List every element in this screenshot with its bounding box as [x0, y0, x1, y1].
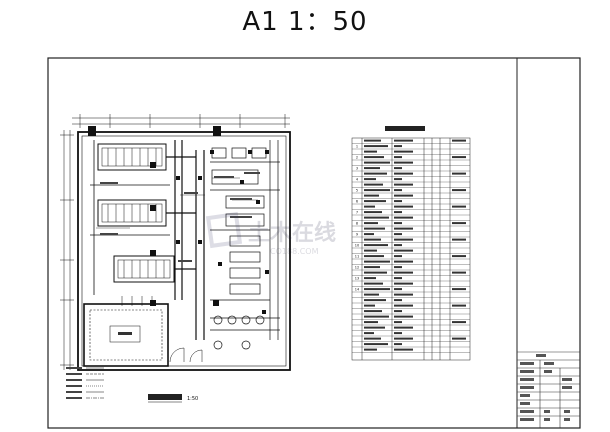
control-room	[83, 303, 169, 367]
pipe-legend	[86, 367, 104, 399]
title-block	[517, 351, 580, 428]
table-row-number: 1	[356, 145, 358, 149]
plan-annotation-marks	[100, 172, 260, 262]
svg-text:土木在线: 土木在线	[248, 220, 336, 246]
drawing-scale-title: A1 1：50	[242, 7, 368, 37]
chiller-unit-3	[113, 255, 175, 283]
room-outer-wall	[77, 131, 291, 371]
table-row-number: 6	[356, 200, 358, 204]
table-title-glyphs	[385, 126, 425, 131]
svg-text:CO188.COM: CO188.COM	[270, 247, 319, 256]
equipment-table	[351, 137, 471, 361]
chiller-unit-1	[97, 143, 167, 171]
chiller-unit-2	[97, 199, 167, 227]
plan-caption-glyphs	[148, 394, 182, 400]
plan-scale: 1:50	[187, 396, 198, 402]
table-row-number: 7	[356, 211, 358, 215]
table-row-number: 8	[356, 222, 358, 226]
table-row-number: 3	[356, 167, 358, 171]
table-row-number: 11	[355, 255, 359, 259]
table-row-lines	[352, 143, 470, 353]
table-row-number: 2	[356, 156, 358, 160]
annotation-leaders	[96, 177, 258, 229]
pipe-fittings	[176, 150, 269, 314]
table-row-number: 5	[356, 189, 358, 193]
watermark: 土木在线 CO188.COM	[205, 211, 336, 256]
table-cell-marks	[364, 139, 466, 351]
doors	[121, 296, 203, 363]
main-pipes	[90, 140, 205, 340]
table-row-number: 13	[355, 277, 359, 281]
sheet-border	[47, 57, 581, 429]
pipe-legend-labels	[66, 367, 82, 399]
room-inner-wall	[81, 135, 287, 367]
table-row-number: 9	[356, 233, 358, 237]
title-block-text-marks	[520, 354, 572, 421]
table-row-number: 4	[356, 178, 359, 182]
table-row-number: 14	[355, 288, 360, 292]
structural-columns	[88, 126, 221, 306]
table-row-number: 10	[355, 244, 359, 248]
table-row-number: 12	[355, 266, 359, 270]
